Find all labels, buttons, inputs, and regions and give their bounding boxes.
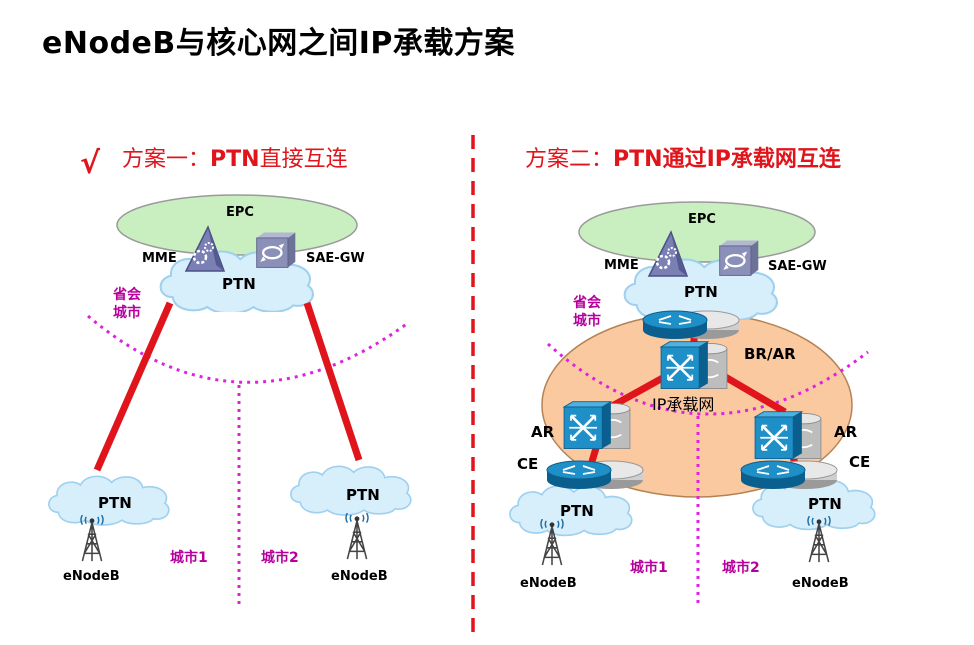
scheme1-province-label-line1: 省会: [113, 287, 141, 303]
scheme1-sae-gw-icon: [255, 231, 297, 269]
scheme1-title-prefix: 方案一：: [122, 147, 211, 172]
scheme2-core-ptn-label: PTN: [684, 283, 718, 301]
scheme2-ip-network-label: IP承载网: [652, 395, 715, 414]
scheme1-core-ptn-label: PTN: [222, 275, 256, 293]
scheme2-right-ptn-label: PTN: [808, 495, 842, 513]
scheme1-title-bold: PTN: [210, 147, 260, 172]
scheme2-link-right-ar: [720, 371, 787, 416]
scheme2-title-suffix: 承载网互连: [730, 147, 841, 172]
scheme2-right-ce-label: CE: [849, 453, 871, 471]
scheme1-mme-label: MME: [142, 251, 177, 266]
scheme1-diagram: [47, 194, 412, 605]
scheme2-sae-gw-icon: [718, 239, 760, 277]
scheme2-top-router-icon: [642, 310, 740, 340]
scheme2-left-ptn-label: PTN: [560, 502, 594, 520]
scheme1-city2-label: 城市2: [261, 550, 299, 566]
scheme1-epc-label: EPC: [226, 205, 254, 220]
scheme2-left-ar-label: AR: [531, 423, 555, 441]
scheme2-br-ar-router-icon: [659, 340, 729, 390]
scheme1-city1-label: 城市1: [170, 550, 208, 566]
scheme1-province-boundary: [87, 314, 409, 384]
scheme2-right-ar-label: AR: [834, 423, 858, 441]
scheme2-city2-label: 城市2: [722, 560, 760, 576]
scheme2-br-ar-label: BR/AR: [744, 345, 796, 363]
scheme1-title: 方案一：PTN直接互连: [122, 149, 348, 171]
scheme2-title-bold2: IP: [706, 147, 731, 172]
scheme2-title-prefix: 方案二：: [525, 147, 614, 172]
scheme2-epc-label: EPC: [688, 212, 716, 227]
scheme2-diagram: [508, 201, 876, 605]
scheme2-sae-gw-label: SAE-GW: [768, 259, 827, 274]
scheme1-right-ptn-label: PTN: [346, 486, 380, 504]
scheme1-left-enodeb-label: eNodeB: [63, 569, 120, 584]
scheme2-left-ce-router-icon: [546, 460, 644, 490]
scheme1-right-tower-icon: [345, 513, 369, 560]
scheme1-link-right: [303, 301, 363, 462]
scheme2-left-ce-label: CE: [517, 455, 539, 473]
scheme2-left-enodeb-label: eNodeB: [520, 576, 577, 591]
scheme1-link-left: [93, 301, 174, 472]
scheme2-right-ce-router-icon: [740, 460, 838, 490]
scheme2-right-ar-router-icon: [753, 410, 823, 460]
page-title: eNodeB与核心网之间IP承载方案: [42, 26, 515, 61]
scheme2-title-mid: 通过: [662, 147, 707, 172]
scheme2-epc-ellipse: [578, 201, 816, 263]
scheme1-left-ptn-label: PTN: [98, 494, 132, 512]
scheme1-check-mark: √: [80, 146, 101, 181]
scheme1-epc-ellipse: [116, 194, 358, 256]
scheme2-mme-label: MME: [604, 258, 639, 273]
scheme2-title: 方案二：PTN通过IP承载网互连: [525, 149, 841, 171]
scheme1-province-label-line2: 城市: [113, 305, 141, 321]
scheme2-province-label-line2: 城市: [573, 313, 601, 329]
scheme1-title-suffix: 直接互连: [259, 147, 348, 172]
scheme1-sae-gw-label: SAE-GW: [306, 251, 365, 266]
scheme2-province-label-line1: 省会: [573, 295, 601, 311]
scheme2-left-ar-router-icon: [562, 400, 632, 450]
scheme2-city1-label: 城市1: [630, 560, 668, 576]
scheme2-title-bold1: PTN: [613, 147, 663, 172]
scheme1-right-enodeb-label: eNodeB: [331, 569, 388, 584]
scheme2-right-enodeb-label: eNodeB: [792, 576, 849, 591]
